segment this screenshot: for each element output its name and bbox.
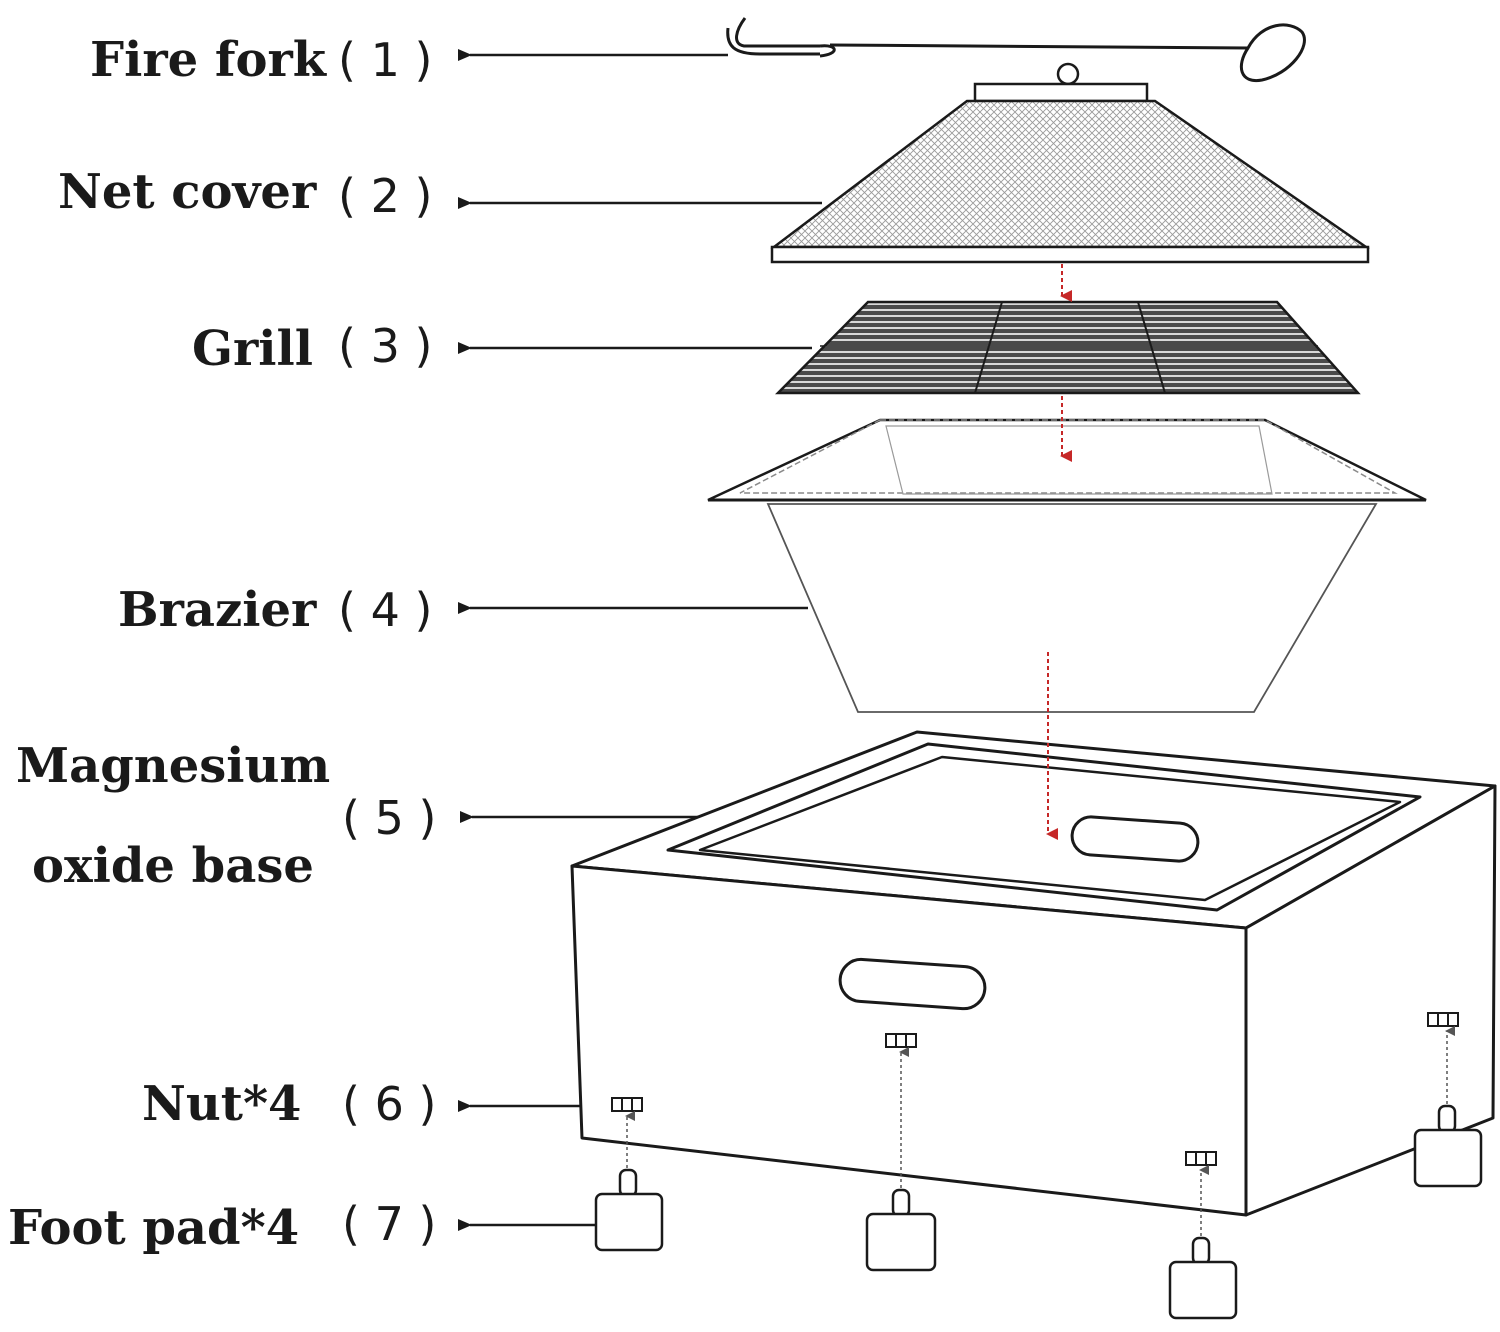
brazier [707,418,1427,713]
nut-1 [611,1097,643,1112]
foot-pad-3 [1168,1236,1238,1320]
number-7: ( 7 ) [342,1197,436,1251]
label-magnesium: Magnesium [16,738,330,794]
nut-4 [1427,1012,1459,1027]
base-front-handle [838,957,987,1011]
label-grill: Grill [192,321,313,377]
label-foot-pad: Foot pad*4 [8,1200,299,1256]
foot-pad-2 [865,1188,937,1272]
number-5: ( 5 ) [342,791,436,845]
number-2: ( 2 ) [338,169,432,223]
base-top-handle [1070,815,1200,863]
net-cover [770,62,1371,264]
grill [775,300,1361,395]
label-oxide-base: oxide base [32,838,314,894]
number-6: ( 6 ) [342,1077,436,1131]
labels: Fire fork ( 1 ) Net cover ( 2 ) Grill ( … [8,32,436,1256]
foot-pads [594,1104,1483,1320]
magnesium-oxide-base [570,730,1497,1217]
nut-3 [1185,1151,1217,1166]
label-nut: Nut*4 [142,1076,301,1132]
assembly-arrows [1046,264,1072,840]
label-brazier: Brazier [118,582,317,638]
label-fire-fork: Fire fork [90,32,328,88]
number-4: ( 4 ) [338,583,432,637]
nut-2 [885,1033,917,1048]
number-1: ( 1 ) [338,33,432,87]
fire-fork [726,17,1306,83]
label-net-cover: Net cover [58,164,317,220]
foot-pad-4 [1413,1104,1483,1188]
foot-assembly-arrows [625,1026,1455,1236]
foot-pad-1 [594,1168,664,1252]
number-3: ( 3 ) [338,319,432,373]
